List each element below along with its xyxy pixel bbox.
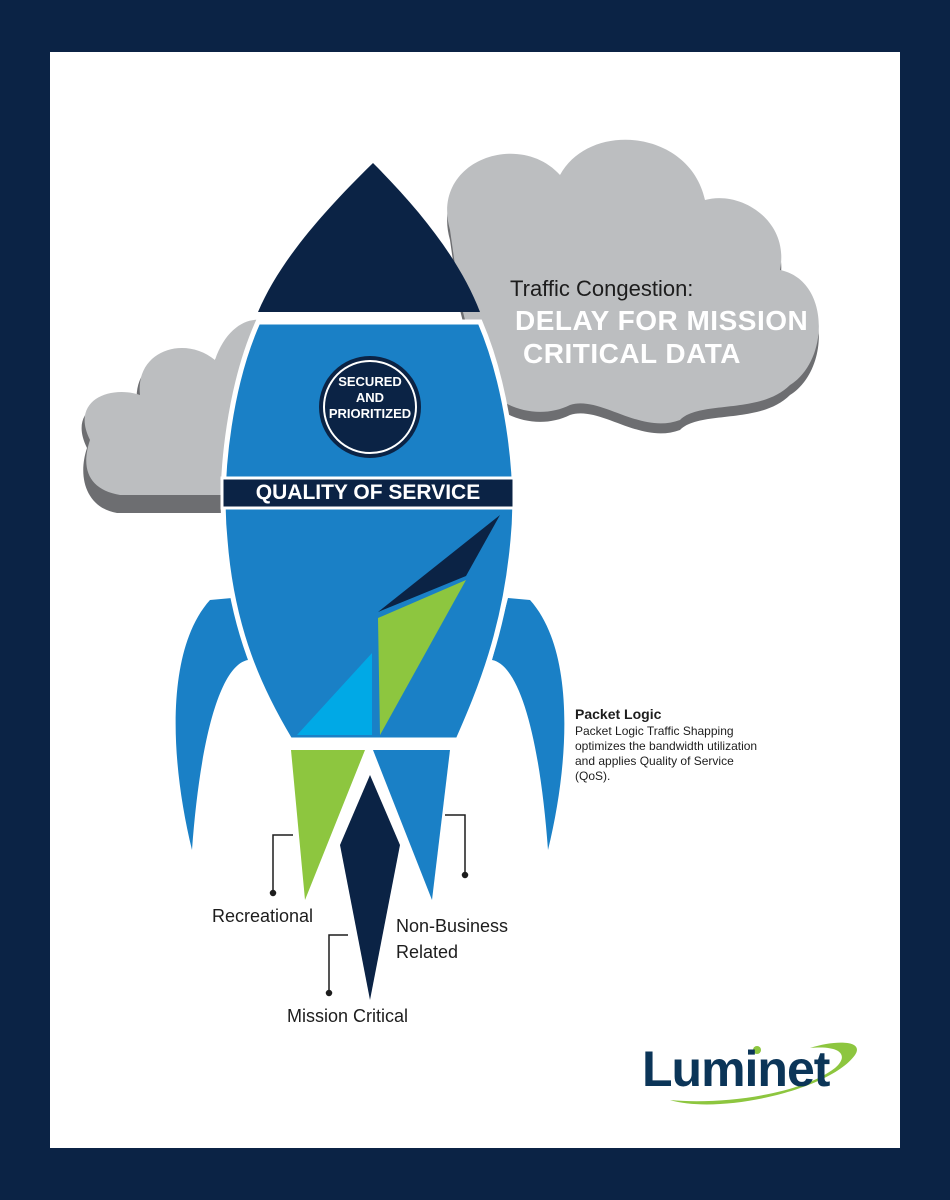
badge-line1: SECURED (338, 374, 402, 389)
info-body-line3: and applies Quality of Service (575, 754, 734, 768)
badge-line3: PRIORITIZED (328, 406, 412, 421)
info-body: Packet Logic Traffic Shapping optimizes … (575, 724, 757, 784)
cloud-label: Traffic Congestion: (510, 276, 694, 301)
badge-line2: AND (355, 390, 385, 405)
label-non-business-line2: Related (396, 942, 459, 962)
info-body-line2: optimizes the bandwidth utilization (575, 739, 758, 753)
cloud-left (81, 319, 261, 513)
quality-band (220, 476, 516, 510)
cloud-headline-line1: DELAY FOR MISSION (515, 305, 809, 336)
info-body-line1: Packet Logic Traffic Shapping (575, 724, 734, 738)
quality-band-label: QUALITY OF SERVICE (255, 481, 481, 504)
logo-swoosh (670, 1042, 857, 1105)
cloud-right (447, 139, 819, 434)
luminet-logo: Luminet (642, 1041, 830, 1097)
badge-circle (319, 356, 421, 458)
rocket-fins (175, 598, 565, 850)
callout-lines (269, 814, 469, 997)
label-mission-critical: Mission Critical (287, 1006, 409, 1026)
rocket-nose-cone (258, 163, 480, 312)
label-non-business-line1: Non-Business (396, 916, 509, 936)
badge-text: SECURED AND PRIORITIZED (320, 374, 420, 422)
cloud-headline-line2: CRITICAL DATA (523, 338, 742, 369)
label-recreational: Recreational (212, 906, 314, 926)
info-title: Packet Logic (575, 706, 662, 722)
growth-chart-icon (297, 515, 500, 735)
info-body-line4: (QoS). (575, 769, 611, 783)
rocket-body (220, 319, 518, 743)
rocket-flames (291, 750, 450, 1000)
